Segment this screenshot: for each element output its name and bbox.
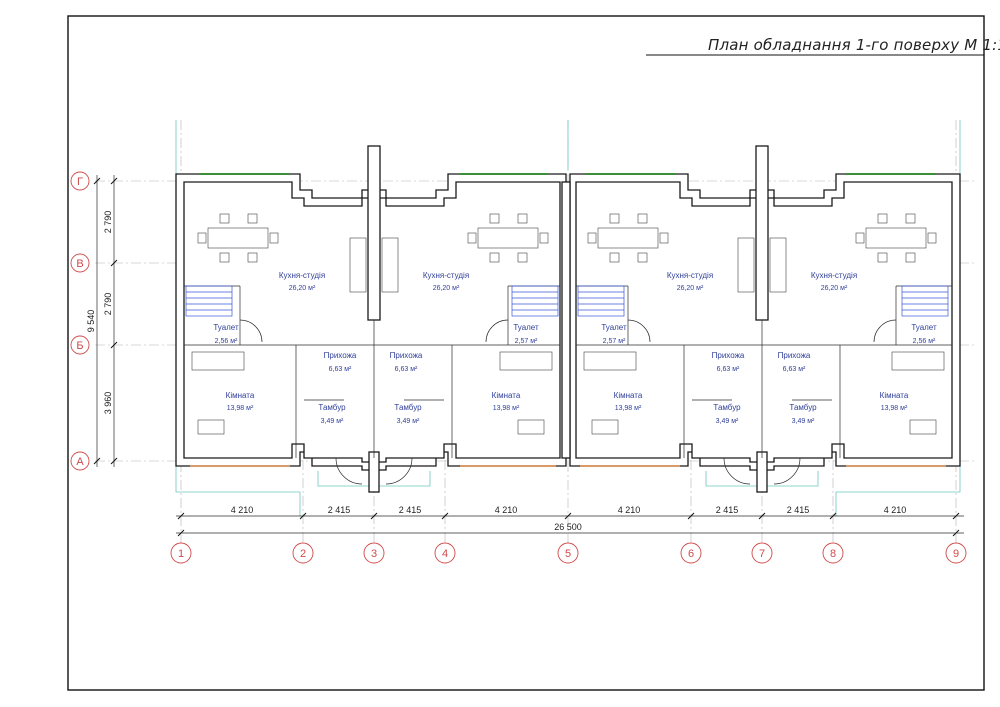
axis-marker-b [70,335,90,355]
axis-marker-9 [945,542,967,564]
room-area-room-4: 13,98 м² [881,405,908,412]
staircases [185,285,949,317]
dim-left-1: 2 790 [103,211,113,234]
room-labels: Кухня-студія 26,20 м² Туалет 2,56 м² При… [213,271,937,425]
dim-bottom-5: 4 210 [618,505,641,515]
room-label-room-1: Кімната [226,391,255,400]
room-area-room-2: 13,98 м² [493,405,520,412]
axis-label-9: 9 [953,548,959,560]
room-label-kitchen-3: Кухня-студія [667,271,713,280]
axis-label-1: 1 [178,548,184,560]
room-label-hall-4: Прихожа [778,351,811,360]
axis-label-5: 5 [565,548,571,560]
room-area-hall-4: 6,63 м² [783,366,806,373]
room-area-hall-2: 6,63 м² [395,366,418,373]
room-label-hall-3: Прихожа [712,351,745,360]
dim-bottom-8: 4 210 [884,505,907,515]
room-area-kitchen-2: 26,20 м² [433,285,460,292]
exterior-walls [175,145,961,493]
axis-marker-g [70,171,90,191]
room-label-hall-1: Прихожа [324,351,357,360]
dim-bottom-1: 4 210 [231,505,254,515]
room-label-kitchen-1: Кухня-студія [279,271,325,280]
axis-label-a: А [76,456,84,468]
dim-bottom-7: 2 415 [787,505,810,515]
dimension-chain-left: 2 790 2 790 3 960 9 540 [86,175,118,467]
room-area-vestibule-3: 3,49 м² [716,418,739,425]
room-label-kitchen-2: Кухня-студія [423,271,469,280]
room-area-vestibule-2: 3,49 м² [397,418,420,425]
room-area-kitchen-3: 26,20 м² [677,285,704,292]
axis-marker-2 [292,542,314,564]
axis-label-3: 3 [371,548,377,560]
dim-bottom-3: 2 415 [399,505,422,515]
axis-label-6: 6 [688,548,694,560]
axis-label-b: Б [76,340,83,352]
axis-markers-vertical: 1 2 3 4 5 6 7 8 9 [170,542,967,564]
room-label-kitchen-4: Кухня-студія [811,271,857,280]
axis-marker-1 [170,542,192,564]
dim-bottom-2: 2 415 [328,505,351,515]
room-area-room-1: 13,98 м² [227,405,254,412]
room-area-vestibule-1: 3,49 м² [321,418,344,425]
axis-marker-6 [680,542,702,564]
dining-furniture [197,213,937,263]
dim-total-width: 26 500 [554,522,582,532]
kitchen-counters [349,237,787,293]
room-area-room-3: 13,98 м² [615,405,642,412]
bedroom-furniture [191,351,945,435]
dimension-chain-bottom: 4 210 2 415 2 415 4 210 4 210 2 415 2 41… [176,505,964,537]
room-area-vestibule-4: 3,49 м² [792,418,815,425]
axis-label-8: 8 [830,548,836,560]
axis-label-g: Г [77,176,83,188]
doors [239,319,897,485]
room-area-toilet-3: 2,57 м² [603,338,626,345]
room-label-room-3: Кімната [614,391,643,400]
axis-marker-3 [363,542,385,564]
axis-label-4: 4 [442,548,448,560]
axis-label-7: 7 [759,548,765,560]
room-label-toilet-4: Туалет [911,323,937,332]
sheet-title: План обладнання 1-го поверху М 1:115,19 [708,36,1000,54]
room-area-toilet-4: 2,56 м² [913,338,936,345]
room-label-vestibule-3: Тамбур [713,403,741,412]
room-area-hall-3: 6,63 м² [717,366,740,373]
room-label-room-2: Кімната [492,391,521,400]
windows [190,173,946,467]
axis-markers-horizontal: Г В Б А [70,171,90,471]
room-label-room-4: Кімната [880,391,909,400]
dim-total-depth: 9 540 [86,310,96,333]
room-area-hall-1: 6,63 м² [329,366,352,373]
axis-marker-v [70,253,90,273]
axis-marker-7 [751,542,773,564]
room-area-kitchen-4: 26,20 м² [821,285,848,292]
room-label-vestibule-4: Тамбур [789,403,817,412]
dim-left-2: 2 790 [103,293,113,316]
room-label-vestibule-1: Тамбур [318,403,346,412]
axis-marker-5 [557,542,579,564]
room-label-vestibule-2: Тамбур [394,403,422,412]
room-label-toilet-3: Туалет [601,323,627,332]
axis-marker-8 [822,542,844,564]
room-label-hall-2: Прихожа [390,351,423,360]
axis-marker-a [70,451,90,471]
room-area-toilet-1: 2,56 м² [215,338,238,345]
dim-bottom-4: 4 210 [495,505,518,515]
axis-label-2: 2 [300,548,306,560]
room-area-kitchen-1: 26,20 м² [289,285,316,292]
axis-label-v: В [76,258,83,270]
room-label-toilet-2: Туалет [513,323,539,332]
room-area-toilet-2: 2,57 м² [515,338,538,345]
sheet-frame [67,15,985,691]
dim-bottom-6: 2 415 [716,505,739,515]
dim-left-3: 3 960 [103,392,113,415]
room-label-toilet-1: Туалет [213,323,239,332]
axis-marker-4 [434,542,456,564]
